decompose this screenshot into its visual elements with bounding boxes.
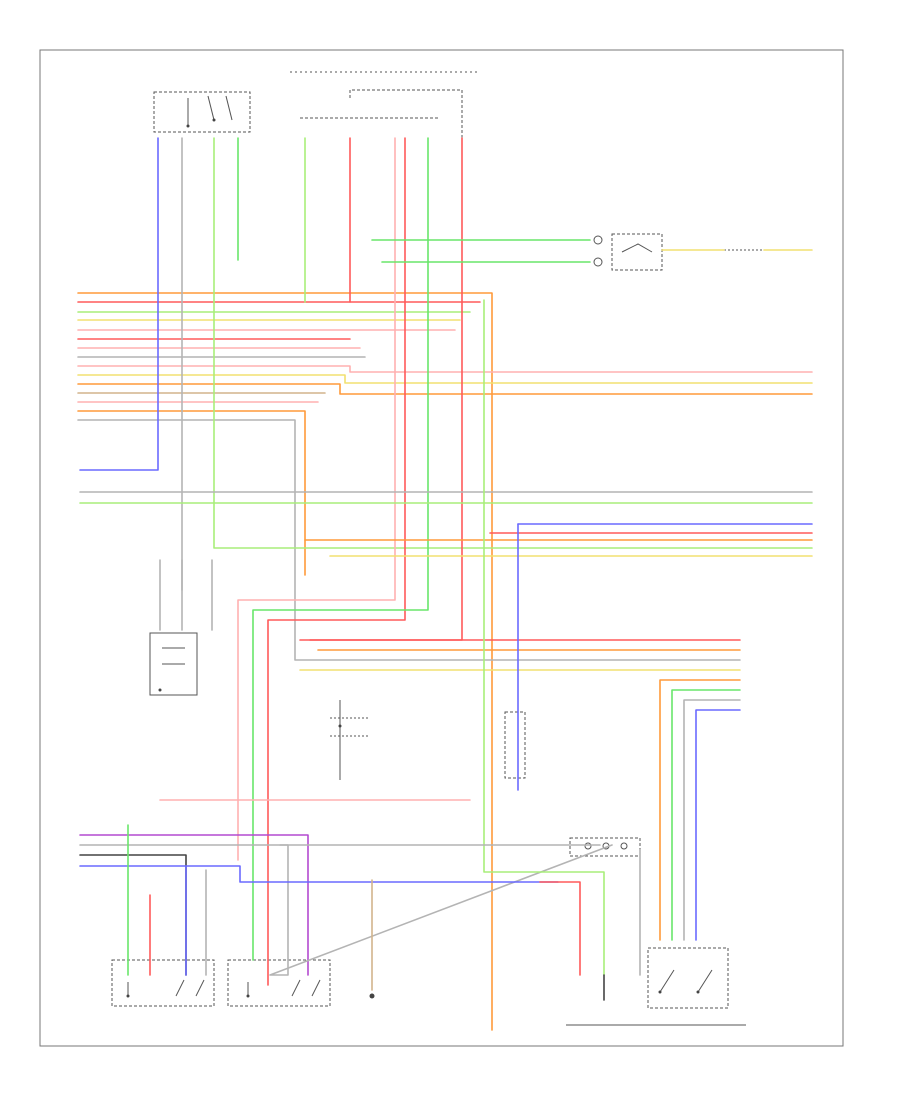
module-center-right	[504, 711, 526, 779]
wire-bot-4	[79, 865, 559, 883]
door-lock-switch-top	[153, 91, 251, 133]
splice-center	[330, 700, 370, 780]
wires-group	[77, 137, 813, 1031]
wire-bot-12	[539, 881, 581, 976]
wire-low-r-7	[695, 709, 741, 941]
door-lock-motor-right	[569, 837, 641, 857]
wire-low-r-6	[683, 699, 741, 941]
wire-top-drop-6	[299, 137, 463, 641]
wire-top-drop-5	[252, 137, 429, 961]
wire-bot-1	[79, 834, 309, 976]
wire-blue-top	[79, 137, 159, 471]
wire-top-drop-4	[267, 137, 406, 986]
junction-box-left	[149, 632, 198, 696]
door-lock-switch-bottom-left-1	[111, 959, 215, 1007]
diagram-frame	[39, 49, 844, 1047]
wire-low-r-4	[659, 679, 741, 941]
control-module-top	[290, 71, 480, 138]
wire-bot-2	[79, 844, 613, 976]
wire-h-9	[77, 365, 813, 373]
wire-bot-9	[483, 299, 605, 976]
wire-low-r-5	[671, 689, 741, 941]
relay-top-right	[593, 233, 764, 271]
wire-h-11	[77, 383, 813, 395]
wire-top-drop-3	[237, 137, 396, 861]
ground-point-bottom	[369, 993, 375, 999]
wire-switch-drop-2	[213, 137, 813, 549]
wire-h-14	[77, 410, 306, 576]
wire-h-1	[77, 292, 493, 1031]
wire-bot-3	[79, 854, 187, 976]
wire-h-10	[77, 374, 813, 384]
door-lock-switch-bottom-right	[566, 947, 746, 1026]
door-lock-switch-bottom-left-2	[227, 959, 331, 1007]
